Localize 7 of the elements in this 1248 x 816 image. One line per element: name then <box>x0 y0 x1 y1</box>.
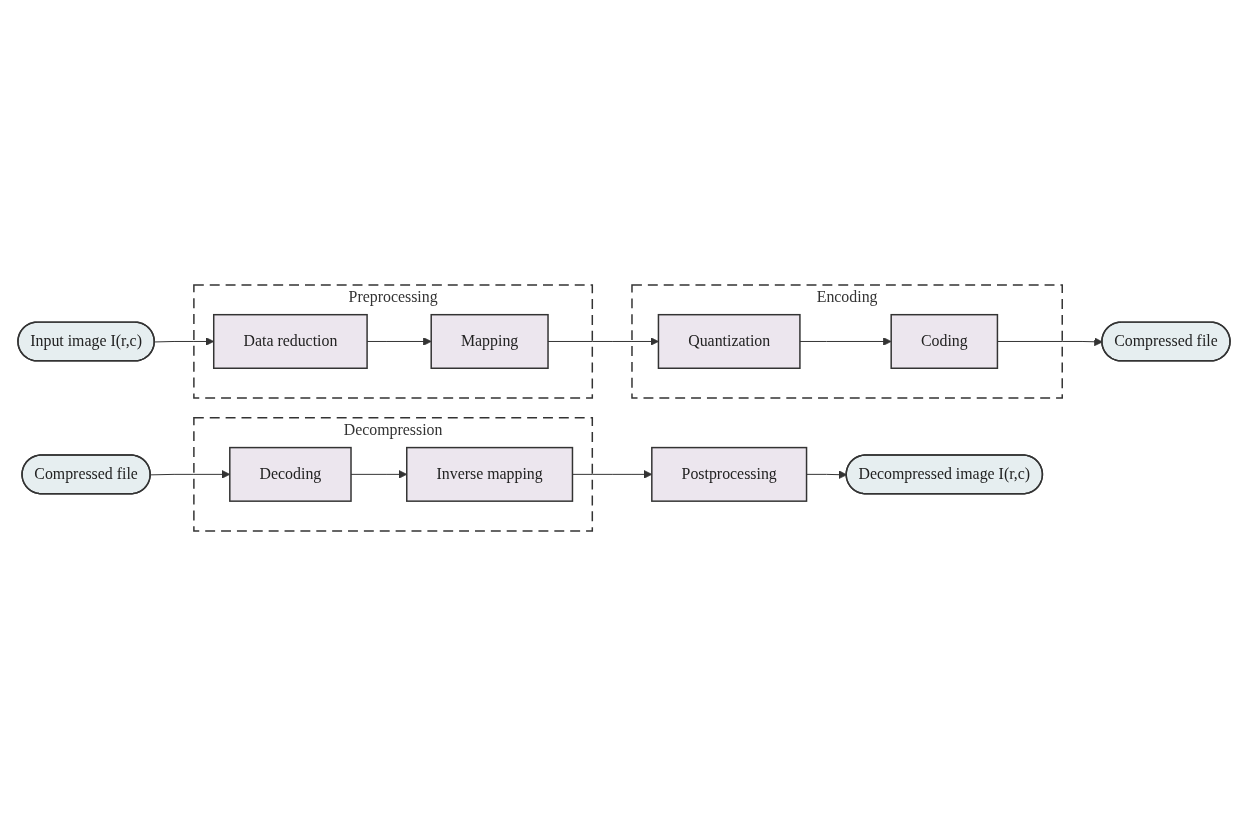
node-box: Decoding <box>229 446 352 502</box>
node-box: Postprocessing <box>651 446 808 502</box>
node-box: Mapping <box>430 314 549 370</box>
node-box: Data reduction <box>213 314 368 370</box>
node-box: Quantization <box>657 314 801 370</box>
node-box: Coding <box>890 314 999 370</box>
node-box: Inverse mapping <box>406 446 574 502</box>
